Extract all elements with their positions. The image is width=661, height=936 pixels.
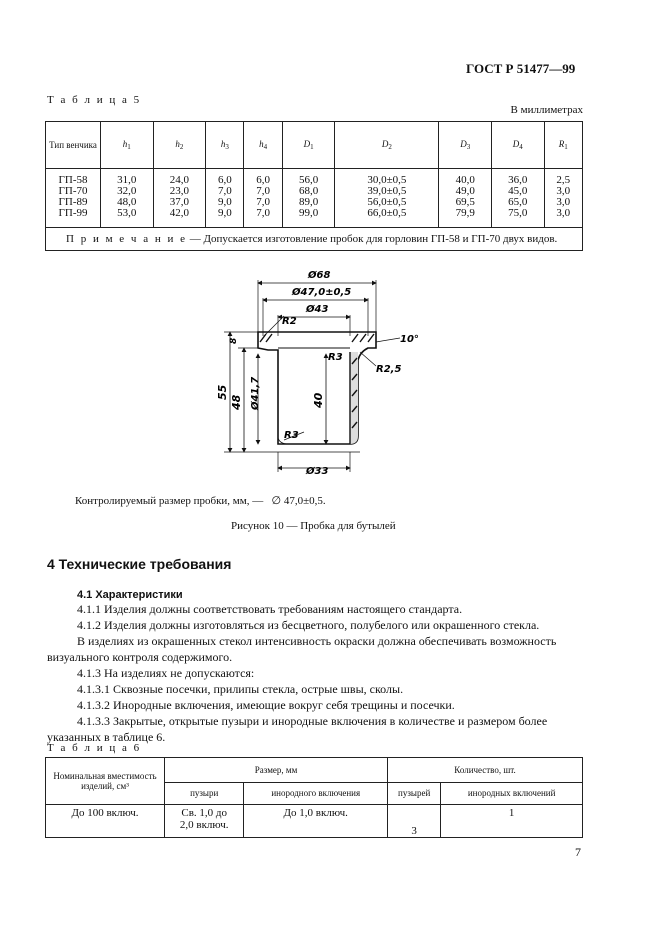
control-size-value: ∅ 47,0±0,5. (271, 495, 326, 507)
table6-header-bubbles-count: пузырей (387, 781, 442, 806)
dim-h48: 48 (230, 394, 243, 411)
table5-header-h4: h4 (243, 121, 283, 169)
table6-header-inclusions-count: инородных включений (440, 781, 583, 806)
table5-note-label: П р и м е ч а н и е (66, 233, 187, 245)
page-number: 7 (575, 845, 581, 859)
table6-header-size: Размер, мм (163, 757, 389, 783)
table6-header-row-1: Номинальная вместимость изделий, см³ Раз… (45, 757, 583, 805)
paragraph-4-1-1: 4.1.1 Изделия должны соответствовать тре… (77, 602, 463, 616)
table6-cell-inclusions-count: 1 (440, 804, 583, 838)
table5: Тип венчика h1 h2 h3 h4 D1 D2 D3 D4 R1 Г… (45, 121, 584, 251)
paragraph-4-1-3-2: 4.1.3.2 Инородные включения, имеющие вок… (77, 698, 455, 712)
paragraph-colored-1: В изделиях из окрашенных стекол интенсив… (77, 634, 557, 648)
subsection-title: 4.1 Характеристики (77, 589, 183, 601)
figure-caption: Рисунок 10 — Пробка для бутылей (231, 520, 396, 532)
table5-note-text: — Допускается изготовление пробок для го… (187, 233, 558, 245)
dim-angle: 10° (400, 334, 419, 345)
table6-header-inclusion: инородного включения (243, 781, 389, 806)
table5-header-h3: h3 (205, 121, 245, 169)
table5-header-d3: D3 (438, 121, 492, 169)
table6-cell-capacity: До 100 включ. (45, 804, 165, 838)
paragraph-4-1-3-3: 4.1.3.3 Закрытые, открытые пузыри и инор… (77, 714, 548, 728)
table5-header-r1: R1 (543, 121, 584, 169)
paragraph-4-1-3-3-cont: указанных в таблице 6. (47, 730, 166, 744)
paragraph-4-1-3-1: 4.1.3.1 Сквозные посечки, прилипы стекла… (77, 682, 404, 696)
table6-cell-inclusion-size: До 1,0 включ. (243, 804, 389, 838)
table6-header-count: Количество, шт. (387, 757, 583, 783)
dim-r25: R2,5 (376, 364, 401, 375)
table6-header-row-2: пузыри инородного включения пузырей инор… (46, 781, 583, 806)
table5-header-d1: D1 (281, 121, 336, 169)
table6-caption: Т а б л и ц а 6 (47, 742, 142, 754)
table5-header-d2: D2 (334, 121, 440, 169)
dim-r2: R2 (282, 316, 297, 327)
dim-h40: 40 (312, 392, 325, 409)
standard-header: ГОСТ Р 51477—99 (466, 61, 576, 76)
table5-header-type: Тип венчика (45, 121, 101, 169)
dim-r3-bottom: R3 (284, 430, 299, 441)
dim-d33: Ø33 (305, 465, 328, 477)
section-title: 4 Технические требования (47, 556, 232, 572)
table5-header-h1: h1 (100, 121, 154, 169)
table5-units: В миллиметрах (510, 104, 583, 116)
dim-d43: Ø43 (305, 303, 328, 315)
dim-h55: 55 (216, 384, 229, 400)
table5-note-row: П р и м е ч а н и е — Допускается изгото… (45, 227, 583, 251)
dim-r3-top: R3 (328, 352, 343, 363)
dim-d68: Ø68 (307, 269, 330, 281)
table5-header-row: Тип венчика h1 h2 h3 h4 D1 D2 D3 D4 R1 (45, 121, 584, 169)
table6-header-bubbles: пузыри (163, 781, 245, 806)
table5-header-d4: D4 (490, 121, 545, 169)
paragraph-4-1-3: 4.1.3 На изделиях не допускаются: (77, 666, 255, 680)
dim-d47: Ø47,0±0,5 (291, 286, 351, 298)
table6-cell-bubbles-count: 3 (387, 804, 442, 838)
table6-header-capacity: Номинальная вместимость изделий, см³ (45, 757, 165, 805)
table6: Номинальная вместимость изделий, см³ Раз… (45, 757, 583, 838)
paragraph-colored-2: визуального контроля содержимого. (47, 650, 233, 664)
dim-8: 8 (229, 338, 239, 344)
paragraph-4-1-2: 4.1.2 Изделия должны изготовляться из бе… (77, 618, 540, 632)
dim-d41: Ø41,7 (249, 377, 261, 411)
table5-header-h2: h2 (152, 121, 207, 169)
table5-caption: Т а б л и ц а 5 (47, 94, 142, 106)
control-size-note: Контролируемый размер пробки, мм, — ∅ 47… (75, 494, 326, 507)
table5-note: П р и м е ч а н и е — Допускается изгото… (45, 227, 583, 251)
stopper-drawing: Ø68 Ø47,0±0,5 Ø43 R2 8 10° R3 R2,5 55 48… (216, 269, 419, 477)
control-size-label: Контролируемый размер пробки, мм, — (75, 495, 264, 507)
